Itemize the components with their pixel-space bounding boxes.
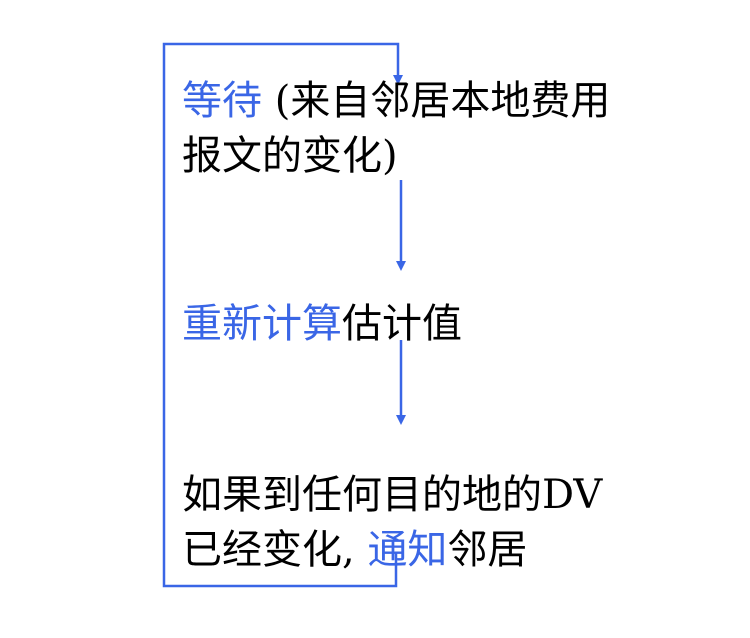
step-recompute-text: 估计值 <box>342 301 462 347</box>
step-notify-pre: 已经变化, <box>182 527 368 573</box>
step-notify: 如果到任何目的地的DV 已经变化, 通知邻居 <box>182 468 602 578</box>
step-wait-line1: 等待 (来自邻居本地费用 <box>182 74 610 129</box>
step-notify-post: 邻居 <box>447 527 528 573</box>
step-wait-keyword: 等待 <box>182 78 262 124</box>
step-wait-line2: 报文的变化) <box>182 133 398 179</box>
step-wait-text: (来自邻居本地费用 <box>262 78 611 124</box>
step-notify-line2: 已经变化, 通知邻居 <box>182 523 602 578</box>
step-recompute-keyword: 重新计算 <box>182 301 342 347</box>
step-notify-keyword: 通知 <box>367 527 448 573</box>
loop-back-arrow <box>162 42 403 588</box>
step-notify-line1: 如果到任何目的地的DV <box>182 472 603 518</box>
step-recompute: 重新计算估计值 <box>182 297 462 352</box>
step-wait: 等待 (来自邻居本地费用 报文的变化) <box>182 74 610 184</box>
